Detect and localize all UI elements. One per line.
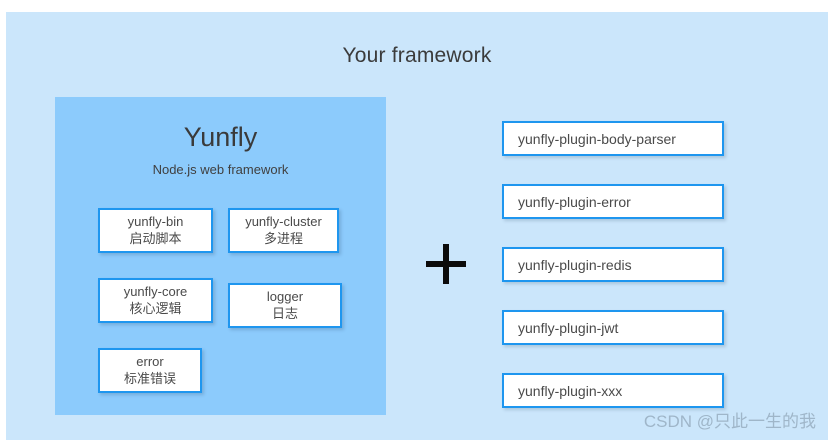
module-name: logger (266, 289, 304, 305)
plugin-label: yunfly-plugin-jwt (518, 319, 619, 336)
module-name: yunfly-core (123, 284, 188, 300)
plugin-box-body-parser[interactable]: yunfly-plugin-body-parser (502, 121, 724, 156)
module-box-yunfly-core[interactable]: yunfly-core 核心逻辑 (98, 278, 213, 323)
module-box-logger[interactable]: logger 日志 (228, 283, 342, 328)
module-name-cn: 核心逻辑 (129, 300, 182, 316)
module-name-cn: 启动脚本 (129, 230, 182, 246)
plugin-label: yunfly-plugin-error (518, 193, 631, 210)
plugin-label: yunfly-plugin-body-parser (518, 130, 676, 147)
module-name: yunfly-bin (127, 214, 184, 230)
core-title: Yunfly (183, 122, 258, 152)
plus-icon (420, 238, 472, 290)
yunfly-core-panel: Yunfly Node.js web framework yunfly-bin … (55, 97, 386, 415)
module-name-cn: 日志 (271, 305, 298, 321)
module-name-cn: 标准错误 (123, 370, 176, 386)
plugin-label: yunfly-plugin-xxx (518, 382, 623, 399)
framework-panel: Your framework Yunfly Node.js web framew… (6, 12, 828, 440)
plugin-label: yunfly-plugin-redis (518, 256, 632, 273)
core-subtitle: Node.js web framework (152, 162, 289, 177)
module-box-yunfly-cluster[interactable]: yunfly-cluster 多进程 (228, 208, 339, 253)
plugin-box-xxx[interactable]: yunfly-plugin-xxx (502, 373, 724, 408)
watermark: CSDN @只此一生的我 (643, 412, 816, 431)
plugin-box-error[interactable]: yunfly-plugin-error (502, 184, 724, 219)
module-box-yunfly-bin[interactable]: yunfly-bin 启动脚本 (98, 208, 213, 253)
plugin-box-redis[interactable]: yunfly-plugin-redis (502, 247, 724, 282)
plus-icon-vertical-bar (443, 244, 449, 284)
module-name: yunfly-cluster (245, 214, 322, 230)
page-title: Your framework (342, 44, 492, 67)
module-box-error[interactable]: error 标准错误 (98, 348, 202, 393)
module-name: error (136, 354, 164, 370)
module-name-cn: 多进程 (263, 230, 303, 246)
plugin-box-jwt[interactable]: yunfly-plugin-jwt (502, 310, 724, 345)
